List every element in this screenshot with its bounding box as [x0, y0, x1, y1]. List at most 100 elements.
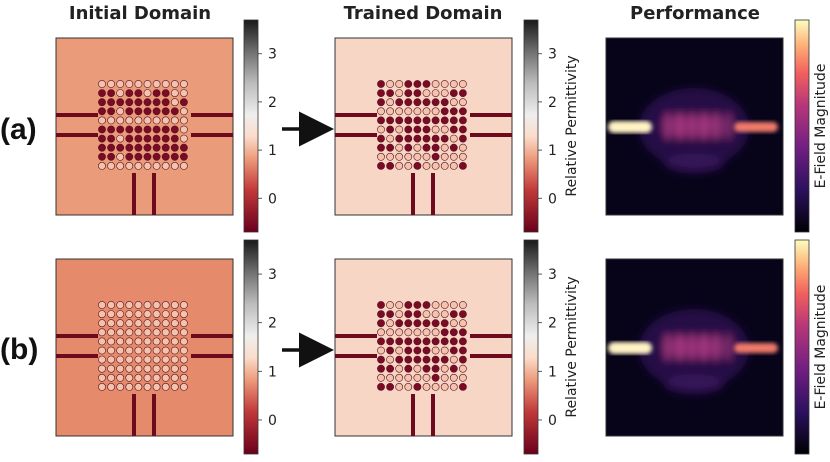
rod [161, 319, 170, 328]
rod [107, 301, 115, 309]
rod [98, 161, 106, 170]
rod [413, 310, 422, 318]
rod [386, 373, 394, 382]
rod [386, 337, 394, 346]
rod [107, 382, 115, 391]
rod [107, 328, 115, 337]
field-input-beam [608, 342, 652, 354]
colorbar-tick-label: 2 [548, 95, 557, 111]
field-lobe [675, 333, 685, 361]
field-lobe [711, 333, 721, 361]
rod [404, 134, 413, 143]
rod [161, 116, 170, 125]
rod [116, 125, 125, 134]
rod [386, 152, 394, 161]
rod [152, 134, 161, 143]
rod [440, 89, 449, 97]
rod [116, 89, 125, 97]
rod [404, 373, 413, 382]
rod [98, 364, 106, 373]
rod [458, 346, 467, 355]
rod [422, 143, 431, 152]
rod [107, 355, 115, 364]
rod [458, 143, 467, 152]
rod [404, 143, 413, 152]
rod [422, 125, 431, 134]
rod [107, 310, 115, 318]
rod [134, 152, 143, 161]
rod [116, 161, 125, 170]
rod [125, 382, 134, 391]
rod [431, 107, 440, 116]
rod [440, 134, 449, 143]
domain-background [334, 37, 513, 216]
rod [440, 125, 449, 134]
rod [143, 319, 152, 328]
rod [143, 328, 152, 337]
rod [377, 98, 385, 107]
rod [125, 125, 134, 134]
rod [170, 328, 179, 337]
rod [431, 152, 440, 161]
rod [395, 310, 404, 318]
rod [395, 161, 404, 170]
colorbar-tick-label: 2 [268, 316, 277, 332]
colorbar-b-field: E-Field Magnitude [794, 239, 829, 455]
rod [386, 98, 394, 107]
waveguide-left-top [56, 334, 98, 338]
rod [170, 382, 179, 391]
rod [395, 143, 404, 152]
field-glow [639, 309, 749, 394]
rod [386, 107, 394, 116]
rod [440, 337, 449, 346]
rod [422, 80, 431, 88]
field-input-beam [608, 121, 652, 133]
colorbar-tick-label: 3 [268, 47, 277, 63]
rod [170, 134, 179, 143]
field-beams [608, 121, 778, 133]
colorbar-tick-label: 0 [268, 191, 277, 207]
rod [170, 143, 179, 152]
rod [395, 134, 404, 143]
rod [179, 364, 188, 373]
rod [413, 134, 422, 143]
rod [440, 373, 449, 382]
field-lobe [699, 112, 709, 140]
rod [143, 98, 152, 107]
rod [170, 125, 179, 134]
field-lobe [687, 333, 697, 361]
rod [449, 116, 458, 125]
waveguide-right-top [470, 113, 512, 117]
rod [161, 355, 170, 364]
rod [449, 80, 458, 88]
rod [449, 328, 458, 337]
rod [458, 116, 467, 125]
rod [413, 116, 422, 125]
rod [125, 134, 134, 143]
rod [377, 134, 385, 143]
rod [458, 89, 467, 97]
rod [161, 98, 170, 107]
rod [422, 319, 431, 328]
rod [404, 355, 413, 364]
colorbar-tick-label: 1 [268, 143, 277, 159]
rod [431, 337, 440, 346]
rod [395, 107, 404, 116]
domain-b-initial [55, 258, 234, 437]
rod [134, 355, 143, 364]
rod [107, 373, 115, 382]
rod [170, 373, 179, 382]
waveguide-right-bottom [470, 354, 512, 358]
field-output-beam [734, 122, 778, 132]
rod [116, 98, 125, 107]
rod [170, 161, 179, 170]
rod [134, 382, 143, 391]
rod [404, 337, 413, 346]
rod [458, 301, 467, 309]
rod [179, 143, 188, 152]
rod [116, 382, 125, 391]
rod [161, 328, 170, 337]
rod [386, 346, 394, 355]
rod [386, 364, 394, 373]
rod [440, 364, 449, 373]
